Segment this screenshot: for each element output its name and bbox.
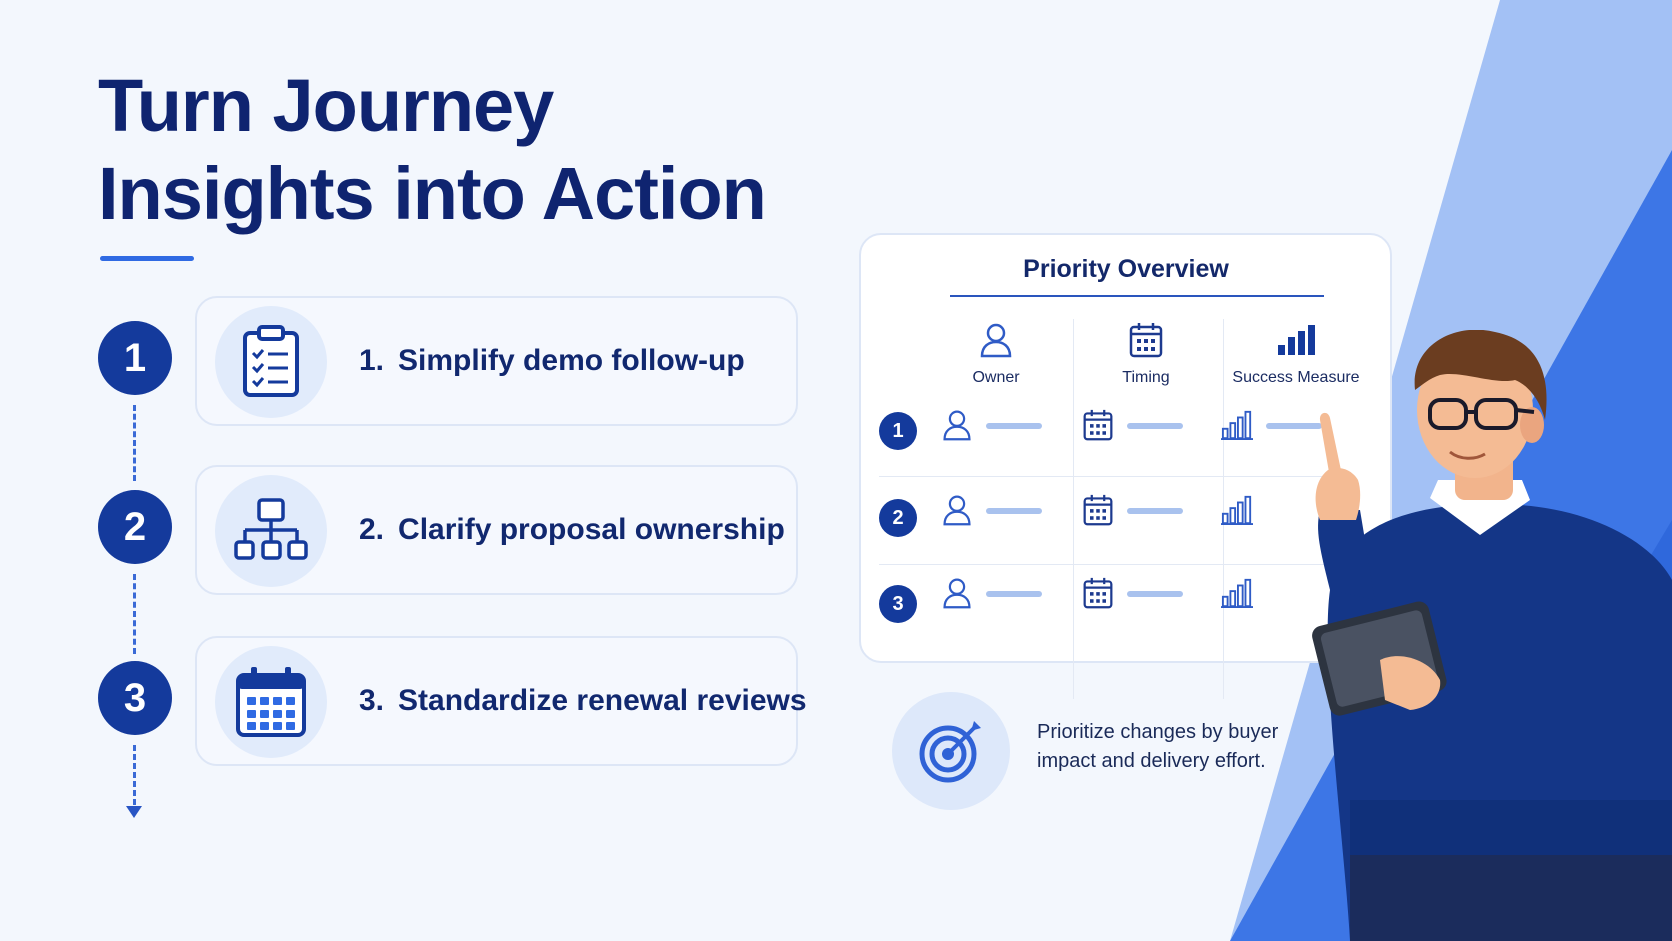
step-1-badge: 1 (98, 321, 172, 395)
column-label-success-measure: Success Measure (1232, 369, 1360, 386)
person-illustration (1312, 330, 1672, 941)
timeline-connector-3 (133, 745, 136, 805)
panel-title: Priority Overview (1023, 255, 1229, 283)
title-line-1: Turn Journey (98, 64, 554, 147)
step-3-badge: 3 (98, 661, 172, 735)
step-3-text: Standardize renewal reviews (398, 684, 807, 717)
column-divider (1073, 319, 1074, 699)
column-header-owner: Owner (921, 319, 1071, 387)
step-2-badge: 2 (98, 490, 172, 564)
placeholder-bar (1127, 591, 1183, 597)
priority-overview-panel: Priority Overview Owner Timing (859, 233, 1392, 699)
step-2-text: Clarify proposal ownership (398, 513, 785, 546)
column-header-success-measure: Success Measure (1221, 319, 1371, 387)
timeline-connector-1 (133, 405, 136, 481)
calendar-icon (1082, 494, 1114, 526)
step-3-number: 3. (359, 684, 385, 717)
column-label-timing: Timing (1122, 369, 1170, 386)
row-divider (879, 564, 1341, 565)
org-chart-icon (215, 475, 327, 587)
column-header-timing: Timing (1071, 319, 1221, 387)
calendar-icon (1071, 319, 1221, 361)
page-title: Turn Journey Insights into Action (98, 62, 767, 238)
placeholder-bar (986, 591, 1042, 597)
row-3-badge: 3 (879, 585, 917, 623)
placeholder-bar (1266, 423, 1322, 429)
placeholder-bar (986, 423, 1042, 429)
step-1-number: 1. (359, 344, 385, 377)
step-2-label: 2. Clarify proposal ownership (359, 467, 785, 593)
step-card-2: 2. Clarify proposal ownership (195, 465, 798, 595)
step-2-number: 2. (359, 513, 385, 546)
column-divider (1223, 319, 1224, 699)
placeholder-bar (1127, 423, 1183, 429)
title-line-2: Insights into Action (98, 152, 767, 235)
row-1-badge: 1 (879, 412, 917, 450)
person-icon (941, 409, 973, 441)
row-2-badge: 2 (879, 499, 917, 537)
step-card-3: 3. Standardize renewal reviews (195, 636, 807, 766)
person-icon (941, 494, 973, 526)
bar-chart-icon (1221, 494, 1253, 526)
step-1-label: 1. Simplify demo follow-up (359, 298, 745, 424)
placeholder-bar (986, 508, 1042, 514)
bar-chart-icon (1221, 577, 1253, 609)
title-underline (100, 256, 194, 261)
person-icon (921, 319, 1071, 361)
calendar-icon (1082, 577, 1114, 609)
bar-chart-icon (1221, 319, 1371, 361)
target-icon (892, 692, 1010, 810)
step-1-text: Simplify demo follow-up (398, 344, 745, 377)
row-divider (879, 476, 1341, 477)
person-icon (941, 577, 973, 609)
timeline-connector-2 (133, 574, 136, 654)
tip-text: Prioritize changes by buyer impact and d… (1037, 721, 1279, 772)
step-card-1: 1. Simplify demo follow-up (195, 296, 798, 426)
calendar-icon (1082, 409, 1114, 441)
calendar-icon (215, 646, 327, 758)
placeholder-bar (1127, 508, 1183, 514)
clipboard-checklist-icon (215, 306, 327, 418)
timeline-arrow-icon (126, 806, 142, 818)
bar-chart-icon (1221, 409, 1253, 441)
column-label-owner: Owner (972, 369, 1020, 386)
panel-title-underline (950, 295, 1324, 297)
step-3-label: 3. Standardize renewal reviews (359, 638, 807, 764)
